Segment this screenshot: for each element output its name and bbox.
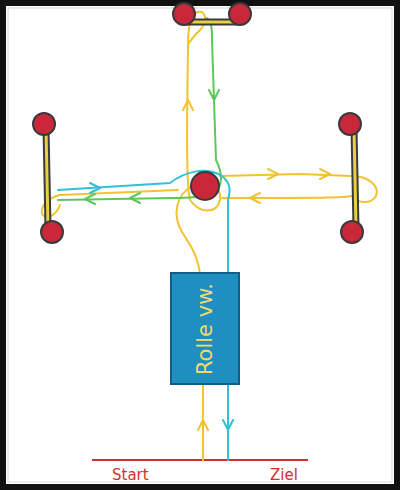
yellow-route [42,12,377,460]
arrow-head [90,183,100,193]
hurdle-right [339,113,363,243]
arrow-head [209,90,219,100]
arrow-head [198,420,208,430]
course-label: Ziel [270,466,298,484]
green-path [58,18,221,200]
arrow-head [320,169,330,179]
yellow-path-left [42,190,178,217]
arrow-head [85,194,95,204]
picture-frame [3,3,397,487]
cyan-route [58,171,233,460]
center-cone [191,172,219,200]
arrow-head [183,100,193,110]
hurdle-top [173,3,251,25]
arrow-head [223,420,233,430]
cyan-path [58,171,230,460]
inner-frame [8,8,392,482]
arrow-head [268,169,278,179]
course-label: Start [112,466,149,484]
mat-box: Rolle vw. [170,272,240,385]
arrow-head [130,193,140,203]
station-text: Rolle vw. [193,282,217,374]
arrow-head [250,193,260,203]
start-line [92,459,308,461]
hurdle-left [33,113,63,243]
green-route [58,18,221,204]
